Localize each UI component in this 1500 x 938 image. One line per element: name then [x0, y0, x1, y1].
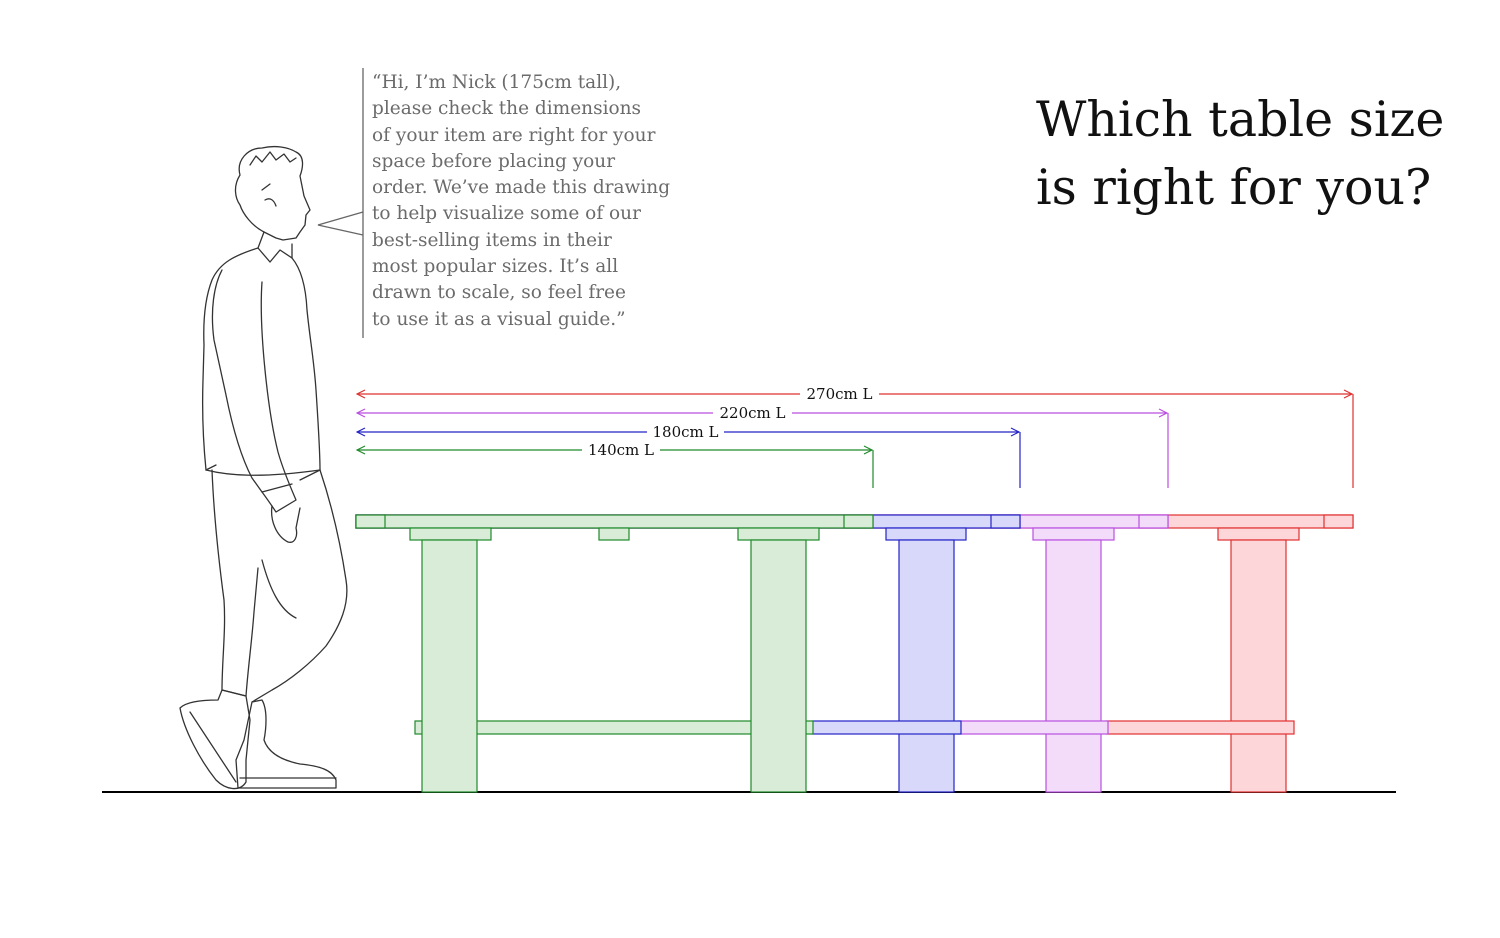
dimension-220cm: 220cm L — [357, 404, 1169, 488]
table-140cm — [355, 514, 874, 793]
quote-line: to use it as a visual guide.” — [372, 308, 626, 330]
quote-line: to help visualize some of our — [372, 203, 641, 225]
person-walking-icon — [179, 145, 348, 790]
quote-line: “Hi, I’m Nick (175cm tall), — [372, 72, 622, 93]
speech-bubble-pointer — [317, 68, 364, 338]
page-title: Which table size is right for you? — [1036, 86, 1476, 222]
quote-line: of your item are right for your — [372, 124, 656, 146]
quote-line: drawn to scale, so feel free — [372, 282, 626, 304]
dimension-label-180: 180cm L — [653, 423, 719, 441]
dimension-label-270: 270cm L — [807, 385, 873, 403]
dimension-label-220: 220cm L — [720, 404, 786, 422]
dimension-140cm: 140cm L — [357, 441, 874, 488]
speech-bubble-text: “Hi, I’m Nick (175cm tall), please check… — [372, 70, 702, 333]
title-line-2: is right for you? — [1036, 159, 1432, 216]
dimension-180cm: 180cm L — [357, 423, 1021, 488]
title-line-1: Which table size — [1036, 91, 1445, 148]
quote-line: best-selling items in their — [372, 229, 612, 251]
quote-line: order. We’ve made this drawing — [372, 177, 671, 199]
dimension-label-140: 140cm L — [588, 441, 654, 459]
table-270cm — [355, 514, 1354, 793]
quote-line: most popular sizes. It’s all — [372, 256, 619, 278]
quote-line: space before placing your — [372, 150, 616, 172]
dimension-270cm: 270cm L — [357, 385, 1354, 488]
quote-line: please check the dimensions — [372, 98, 642, 120]
